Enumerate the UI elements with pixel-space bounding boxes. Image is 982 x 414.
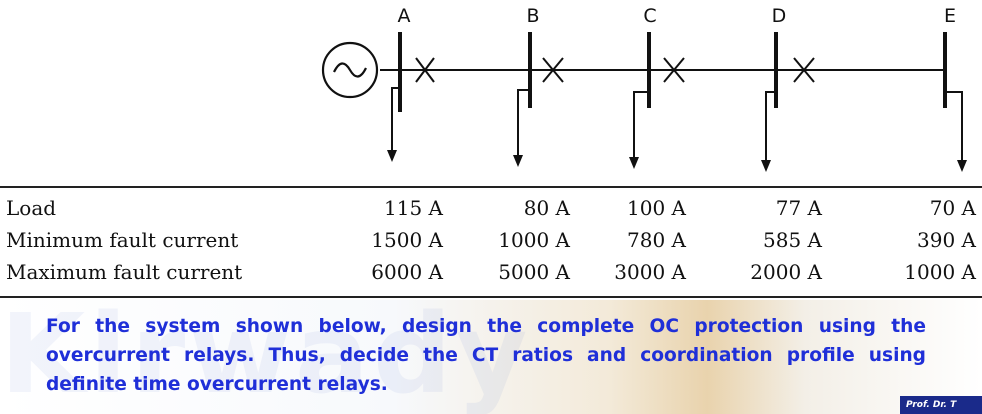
load-e-line (945, 91, 963, 165)
load-b-arrow-icon (513, 155, 523, 167)
breaker-b-icon (542, 57, 564, 83)
cell-load-a: 115 A (384, 196, 443, 220)
table-top-rule (0, 186, 982, 188)
load-d-arrow-icon (761, 160, 771, 172)
cell-max-b: 5000 A (498, 260, 570, 284)
bus-e-label: E (944, 5, 956, 27)
cell-min-e: 390 A (917, 228, 976, 252)
breaker-d-icon (793, 57, 815, 83)
load-b-line (517, 89, 530, 160)
cell-max-e: 1000 A (904, 260, 976, 284)
problem-panel: Kirwady For the system shown below, desi… (0, 300, 982, 414)
load-e-arrow-icon (957, 160, 967, 172)
load-d-line (765, 91, 776, 165)
current-table: Load 115 A 80 A 100 A 77 A 70 A Minimum … (0, 196, 982, 288)
load-a-line (391, 87, 400, 155)
cell-load-c: 100 A (627, 196, 686, 220)
cell-max-a: 6000 A (371, 260, 443, 284)
breaker-c-icon (663, 57, 685, 83)
cell-max-c: 3000 A (614, 260, 686, 284)
table-row-load: Load 115 A 80 A 100 A 77 A 70 A (0, 196, 982, 224)
cell-load-e: 70 A (929, 196, 976, 220)
cell-min-c: 780 A (627, 228, 686, 252)
single-line-diagram: A B C D E (321, 5, 967, 172)
load-a-arrow-icon (387, 150, 397, 162)
author-badge: Prof. Dr. T (900, 396, 982, 414)
problem-statement: For the system shown below, design the c… (46, 316, 926, 395)
row-label: Maximum fault current (6, 260, 243, 284)
cell-min-b: 1000 A (498, 228, 570, 252)
cell-load-b: 80 A (523, 196, 570, 220)
cell-max-d: 2000 A (750, 260, 822, 284)
cell-min-a: 1500 A (371, 228, 443, 252)
load-c-line (633, 91, 649, 162)
table-row-max-fault: Maximum fault current 6000 A 5000 A 3000… (0, 260, 982, 288)
table-row-min-fault: Minimum fault current 1500 A 1000 A 780 … (0, 228, 982, 256)
breaker-a-icon (415, 57, 435, 83)
cell-min-d: 585 A (763, 228, 822, 252)
bus-d-label: D (772, 5, 787, 27)
row-label: Minimum fault current (6, 228, 239, 252)
load-c-arrow-icon (629, 157, 639, 169)
cell-load-d: 77 A (775, 196, 822, 220)
bus-c-label: C (643, 5, 656, 27)
table-bottom-rule (0, 296, 982, 298)
row-label: Load (6, 196, 57, 220)
watermark-text: Kirwady (0, 300, 532, 414)
bus-b-label: B (526, 5, 539, 27)
generator-icon (321, 41, 379, 99)
bus-a-label: A (398, 5, 411, 27)
